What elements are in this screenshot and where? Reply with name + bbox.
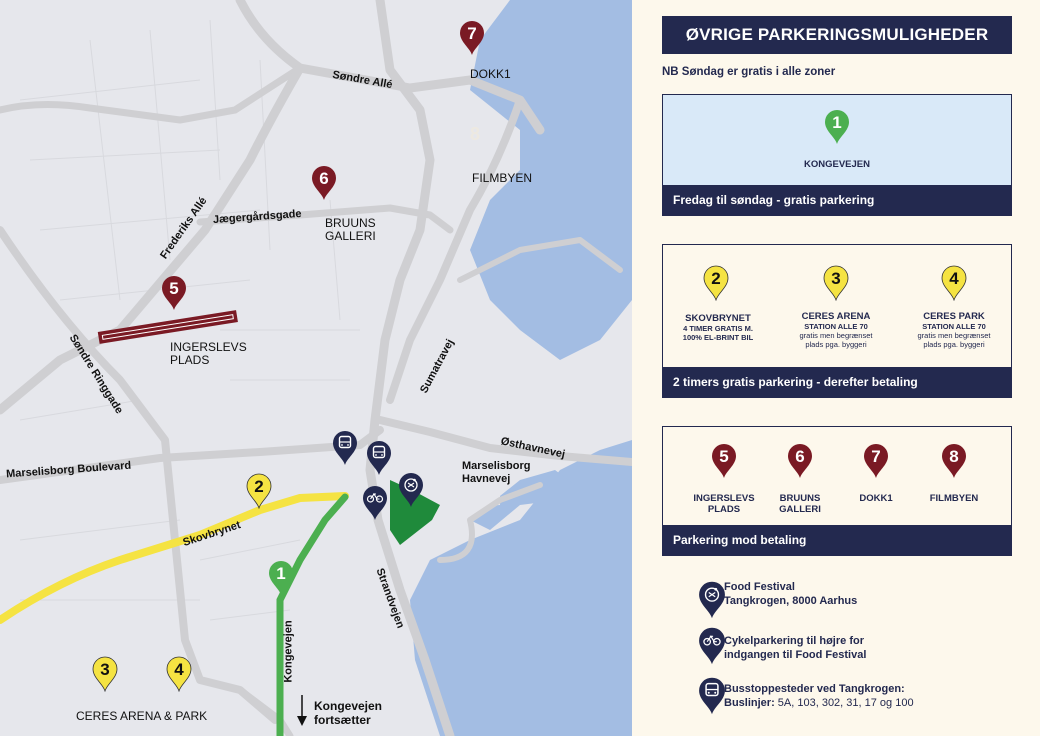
free-weekend-group: 1 KONGEVEJEN Fredag til søndag - gratis … — [662, 94, 1012, 216]
map-pin-4-label: 4 — [174, 660, 184, 679]
panel-title: ØVRIGE PARKERINGSMULIGHEDER — [662, 16, 1012, 54]
legend-pin-6-label: 6 — [795, 447, 805, 466]
group1-footer: Fredag til søndag - gratis parkering — [663, 185, 1011, 215]
legend-pin-7: 7 — [863, 443, 889, 479]
map-pin-3-label: 3 — [100, 660, 110, 679]
ceres-arena-sub1: STATION ALLE 70 — [804, 322, 868, 331]
bicycle-icon — [363, 486, 387, 520]
map-pin-6-label: 6 — [319, 169, 329, 188]
legend-pin-8-label: 8 — [949, 447, 959, 466]
street-havnevej-line2: Havnevej — [462, 473, 511, 485]
place-dokk1: DOKK1 — [470, 67, 511, 81]
legend-panel: ØVRIGE PARKERINGSMULIGHEDER NB Søndag er… — [632, 0, 1040, 736]
map-food-festival-pin[interactable] — [398, 472, 424, 508]
skovbrynet-sub2: 100% EL-BRINT BIL — [682, 333, 754, 342]
legend-pin-3-label: 3 — [831, 269, 841, 288]
legend-item-skovbrynet: SKOVBRYNET 4 TIMER GRATIS M. 100% EL-BRI… — [671, 313, 765, 342]
map-pin-5-label: 5 — [169, 279, 179, 298]
place-ceres: CERES ARENA & PARK — [76, 709, 208, 723]
group3-footer: Parkering mod betaling — [663, 525, 1011, 555]
bus-icon — [333, 431, 357, 465]
two-hour-free-group: 2 3 4 SKOVBRYNET 4 TIMER GRATIS M. 100% … — [662, 244, 1012, 398]
place-continues-line1: Kongevejen — [314, 699, 383, 713]
map-pin-2-label: 2 — [254, 477, 264, 496]
map-pin-4[interactable]: 4 — [166, 656, 192, 692]
map-pin-7[interactable]: 7 — [459, 20, 485, 56]
bus-stops-line1: Busstoppesteder ved Tangkrogen: — [724, 683, 905, 695]
legend-item-ingerslevs: INGERSLEVS PLADS — [684, 493, 764, 515]
map-pin-2[interactable]: 2 — [246, 473, 272, 509]
bicycle-icon — [699, 627, 725, 665]
map-pin-1[interactable]: 1 — [268, 560, 294, 596]
map-bus-stop-pin-2[interactable] — [366, 440, 392, 476]
food-festival-line2: Tangkrogen, 8000 Aarhus — [724, 595, 858, 607]
legend-item-dokk1: DOKK1 — [859, 493, 893, 504]
sunday-note: NB Søndag er gratis i alle zoner — [662, 66, 836, 78]
group2-footer: 2 timers gratis parkering - derefter bet… — [663, 367, 1011, 397]
ceres-park-sub2: gratis men begrænset — [917, 331, 991, 340]
food-festival-line1: Food Festival — [724, 581, 795, 593]
skovbrynet-name: SKOVBRYNET — [685, 313, 751, 324]
legend-pin-1-label: 1 — [832, 113, 842, 132]
ingerslevs-line2: PLADS — [707, 504, 741, 515]
map-bike-parking-pin[interactable] — [362, 485, 388, 521]
legend-pin-4-label: 4 — [949, 269, 959, 288]
legend-pin-2-label: 2 — [711, 269, 721, 288]
ceres-park-sub1: STATION ALLE 70 — [922, 322, 986, 331]
street-havnevej-line1: Marselisborg — [462, 460, 531, 472]
place-ingerslevs-line1: INGERSLEVS — [170, 340, 247, 354]
bruuns-line2: GALLERI — [779, 504, 821, 515]
legend-food-festival-text: Food Festival Tangkrogen, 8000 Aarhus — [724, 580, 1024, 608]
place-ingerslevs-line2: PLADS — [170, 353, 210, 367]
bike-parking-line1: Cykelparkering til højre for — [724, 635, 864, 647]
legend-pin-8: 8 — [941, 443, 967, 479]
ceres-arena-name: CERES ARENA — [801, 311, 871, 322]
legend-pin-6: 6 — [787, 443, 813, 479]
paid-parking-group: 5 6 7 8 INGERSLEVS PLADS BRUUNS GALLERI … — [662, 426, 1012, 556]
bus-lines-list: 5A, 103, 302, 31, 17 og 100 — [774, 697, 914, 709]
legend-item-ceres-arena: CERES ARENA STATION ALLE 70 gratis men b… — [789, 311, 883, 349]
legend-item-bruuns: BRUUNS GALLERI — [760, 493, 840, 515]
food-festival-icon — [699, 581, 725, 619]
legend-bike-parking-text: Cykelparkering til højre for indgangen t… — [724, 634, 1024, 662]
street-kongevejen: Kongevejen — [282, 620, 295, 683]
legend-pin-5-label: 5 — [719, 447, 729, 466]
legend-item-kongevejen: KONGEVEJEN — [804, 159, 870, 170]
legend-pin-2: 2 — [703, 265, 729, 301]
map-pin-3[interactable]: 3 — [92, 656, 118, 692]
place-bruuns-line2: GALLERI — [325, 229, 376, 243]
map-pin-7-label: 7 — [467, 24, 477, 43]
bus-icon — [367, 441, 391, 475]
legend-pin-7-label: 7 — [871, 447, 881, 466]
bruuns-line1: BRUUNS — [779, 493, 821, 504]
skovbrynet-sub1: 4 TIMER GRATIS M. — [683, 324, 753, 333]
map-pin-6[interactable]: 6 — [311, 165, 337, 201]
ingerslevs-line1: INGERSLEVS — [693, 493, 755, 504]
legend-item-ceres-park: CERES PARK STATION ALLE 70 gratis men be… — [907, 311, 1001, 349]
legend-item-filmbyen: FILMBYEN — [929, 493, 979, 504]
bus-icon — [699, 677, 725, 715]
legend-pin-3: 3 — [823, 265, 849, 301]
place-filmbyen: FILMBYEN — [472, 171, 533, 185]
map-pin-5[interactable]: 5 — [161, 275, 187, 311]
food-festival-icon — [399, 473, 423, 507]
map-bus-stop-pin-1[interactable] — [332, 430, 358, 466]
legend-bus-stops-text: Busstoppesteder ved Tangkrogen: Buslinje… — [724, 682, 1024, 710]
place-bruuns-line1: BRUUNS — [325, 216, 376, 230]
map-pin-1-label: 1 — [276, 564, 286, 583]
legend-pin-4: 4 — [941, 265, 967, 301]
map-area: Søndre Allé Frederiks Allé Jægergårdsgad… — [0, 0, 632, 736]
ceres-park-sub3: plads pga. byggeri — [923, 340, 985, 349]
ceres-arena-sub3: plads pga. byggeri — [805, 340, 867, 349]
bus-lines-label: Buslinjer: — [724, 697, 775, 709]
legend-pin-1: 1 — [824, 109, 850, 145]
legend-pin-5: 5 — [711, 443, 737, 479]
ceres-arena-sub2: gratis men begrænset — [799, 331, 873, 340]
bike-parking-line2: indgangen til Food Festival — [724, 649, 867, 661]
ceres-park-name: CERES PARK — [923, 311, 985, 322]
watermark-8: 8 — [470, 124, 481, 144]
map-base — [0, 0, 632, 736]
place-continues-line2: fortsætter — [314, 713, 371, 727]
